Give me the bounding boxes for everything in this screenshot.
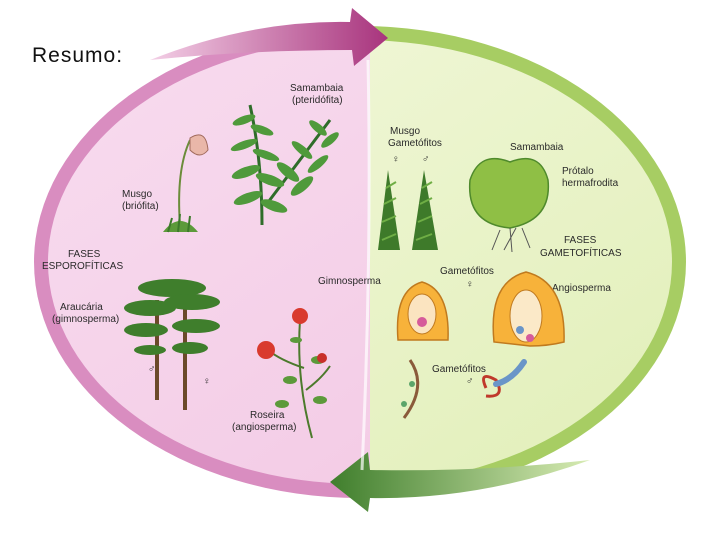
musgo-sporophyte-group: (briófita) [122,201,159,212]
female-gametophytes-symbol: ♀ [466,279,474,290]
fern-sporophyte-illustration [230,104,339,226]
male-gametophytes-symbol: ♂ [466,376,474,387]
sporophyte-phase-label-1: FASES [68,249,101,260]
musgo-sporophyte-name: Musgo [122,189,152,200]
musgo-male-symbol: ♂ [422,154,430,165]
prothallus-label-1: Prótalo [562,166,594,177]
sporophyte-phase-label-2: ESPOROFÍTICAS [42,259,123,272]
moss-gametophytes-illustration [378,170,438,250]
gymnosperm-ovule-illustration [396,281,449,341]
araucaria-illustration [124,279,220,410]
roseira-name: Roseira [250,410,285,421]
male-gametophytes-label: Gametófitos [432,364,486,375]
araucaria-female-symbol: ♀ [203,376,211,387]
female-gametophytes-label: Gametófitos [440,266,494,277]
gametophyte-half [370,26,686,498]
samambaia-sporophyte-group: (pteridófita) [292,95,343,106]
slide-title: Resumo: [32,44,124,67]
musgo-gametophytes-sub: Gametófitos [388,138,442,149]
musgo-gametophytes-name: Musgo [390,126,420,137]
araucaria-male-symbol: ♂ [148,364,156,375]
araucaria-name: Araucária [60,302,103,313]
fern-prothallus-illustration [468,157,550,253]
top-arrow [150,8,388,66]
angiosperm-ovule-illustration [492,271,565,347]
prothallus-label-2: hermafrodita [562,178,619,189]
phase-divider [360,59,371,471]
pollen-illustration [401,359,527,419]
samambaia-sporophyte-name: Samambaia [290,83,344,94]
gimnosperma-label: Gimnosperma [318,276,381,287]
musgo-female-symbol: ♀ [392,154,400,165]
gametophyte-phase-label-1: FASES [564,235,597,246]
bottom-arrow [330,452,590,512]
moss-sporophyte-illustration [163,134,209,233]
gametophyte-phase-label-2: GAMETOFÍTICAS [540,246,622,259]
angiosperma-label: Angiosperma [552,283,611,294]
araucaria-group: (gimnosperma) [52,314,119,325]
roseira-group: (angiosperma) [232,422,296,433]
rose-illustration [257,308,331,439]
samambaia-gametophyte-name: Samambaia [510,142,564,153]
